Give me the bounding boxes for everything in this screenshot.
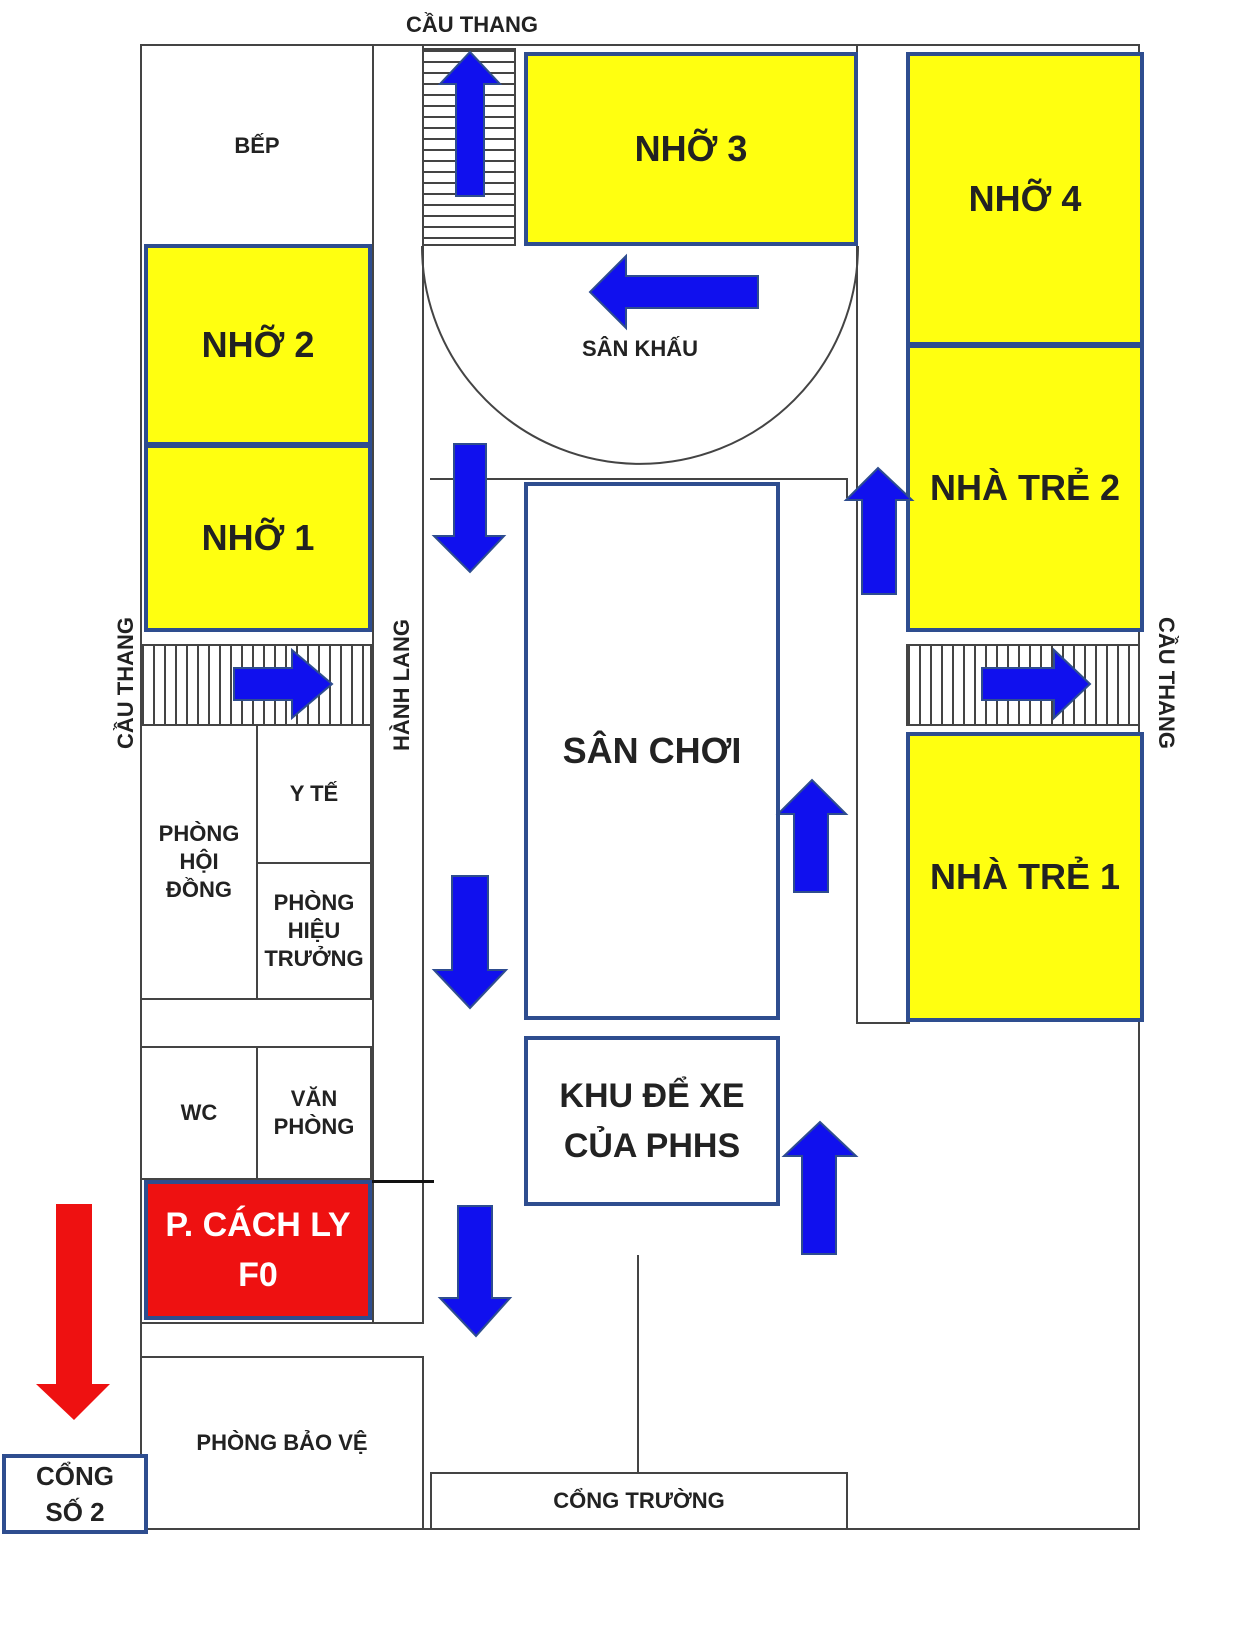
corridor-end-wall xyxy=(140,1322,424,1324)
room-nho1: NHỠ 1 xyxy=(144,444,372,632)
left-wing-wall xyxy=(372,44,374,1324)
arrow-down-2 xyxy=(431,875,509,1010)
right-wing-wall xyxy=(856,44,858,1024)
arrow-right-stairs-right xyxy=(981,647,1092,721)
gate-divider-line xyxy=(637,1255,639,1473)
arrow-up-right-1 xyxy=(843,466,915,595)
isolation-door-line xyxy=(372,1180,434,1183)
arrow-up-right-3 xyxy=(781,1120,859,1255)
stage-label: SÂN KHẤU xyxy=(581,336,699,361)
room-nhatre2: NHÀ TRẺ 2 xyxy=(906,344,1144,632)
school-gate: CỔNG TRƯỜNG xyxy=(430,1472,848,1530)
stage-arc xyxy=(421,245,859,465)
arrow-up-right-2 xyxy=(775,778,849,893)
kitchen: BẾP xyxy=(234,133,280,158)
gate-2: CỔNG SỐ 2 xyxy=(2,1454,148,1534)
stage-front-line xyxy=(430,478,848,480)
arrow-right-stairs-left xyxy=(233,647,334,721)
stage-front-edge xyxy=(846,478,848,498)
playground: SÂN CHƠI xyxy=(524,482,780,1020)
principal-room: PHÒNG HIỆU TRƯỞNG xyxy=(256,862,372,1000)
room-nhatre1: NHÀ TRẺ 1 xyxy=(906,732,1144,1022)
isolation-room: P. CÁCH LY F0 xyxy=(144,1180,372,1320)
outer-wall-top xyxy=(140,44,1140,46)
arrow-left-stage xyxy=(588,253,759,331)
right-wing-bottom xyxy=(856,1022,910,1024)
health-room: Y TẾ xyxy=(256,724,372,864)
guard-room: PHÒNG BẢO VỆ xyxy=(140,1356,424,1530)
room-nho2: NHỠ 2 xyxy=(144,244,372,446)
room-nho3: NHỠ 3 xyxy=(524,52,858,246)
office-room: VĂN PHÒNG xyxy=(256,1046,372,1180)
arrow-down-1 xyxy=(431,443,507,574)
room-nho4: NHỠ 4 xyxy=(906,52,1144,346)
arrow-down-red xyxy=(36,1204,110,1420)
council-room: PHÒNG HỘI ĐỒNG xyxy=(140,724,258,1000)
wc-room: WC xyxy=(140,1046,258,1180)
arrow-up-stairs-top xyxy=(437,50,503,197)
corridor-wall xyxy=(422,44,424,1324)
parking-area: KHU ĐỂ XE CỦA PHHS xyxy=(524,1036,780,1206)
stairs-top-label: CẦU THANG xyxy=(406,12,538,37)
arrow-down-3 xyxy=(437,1205,513,1338)
